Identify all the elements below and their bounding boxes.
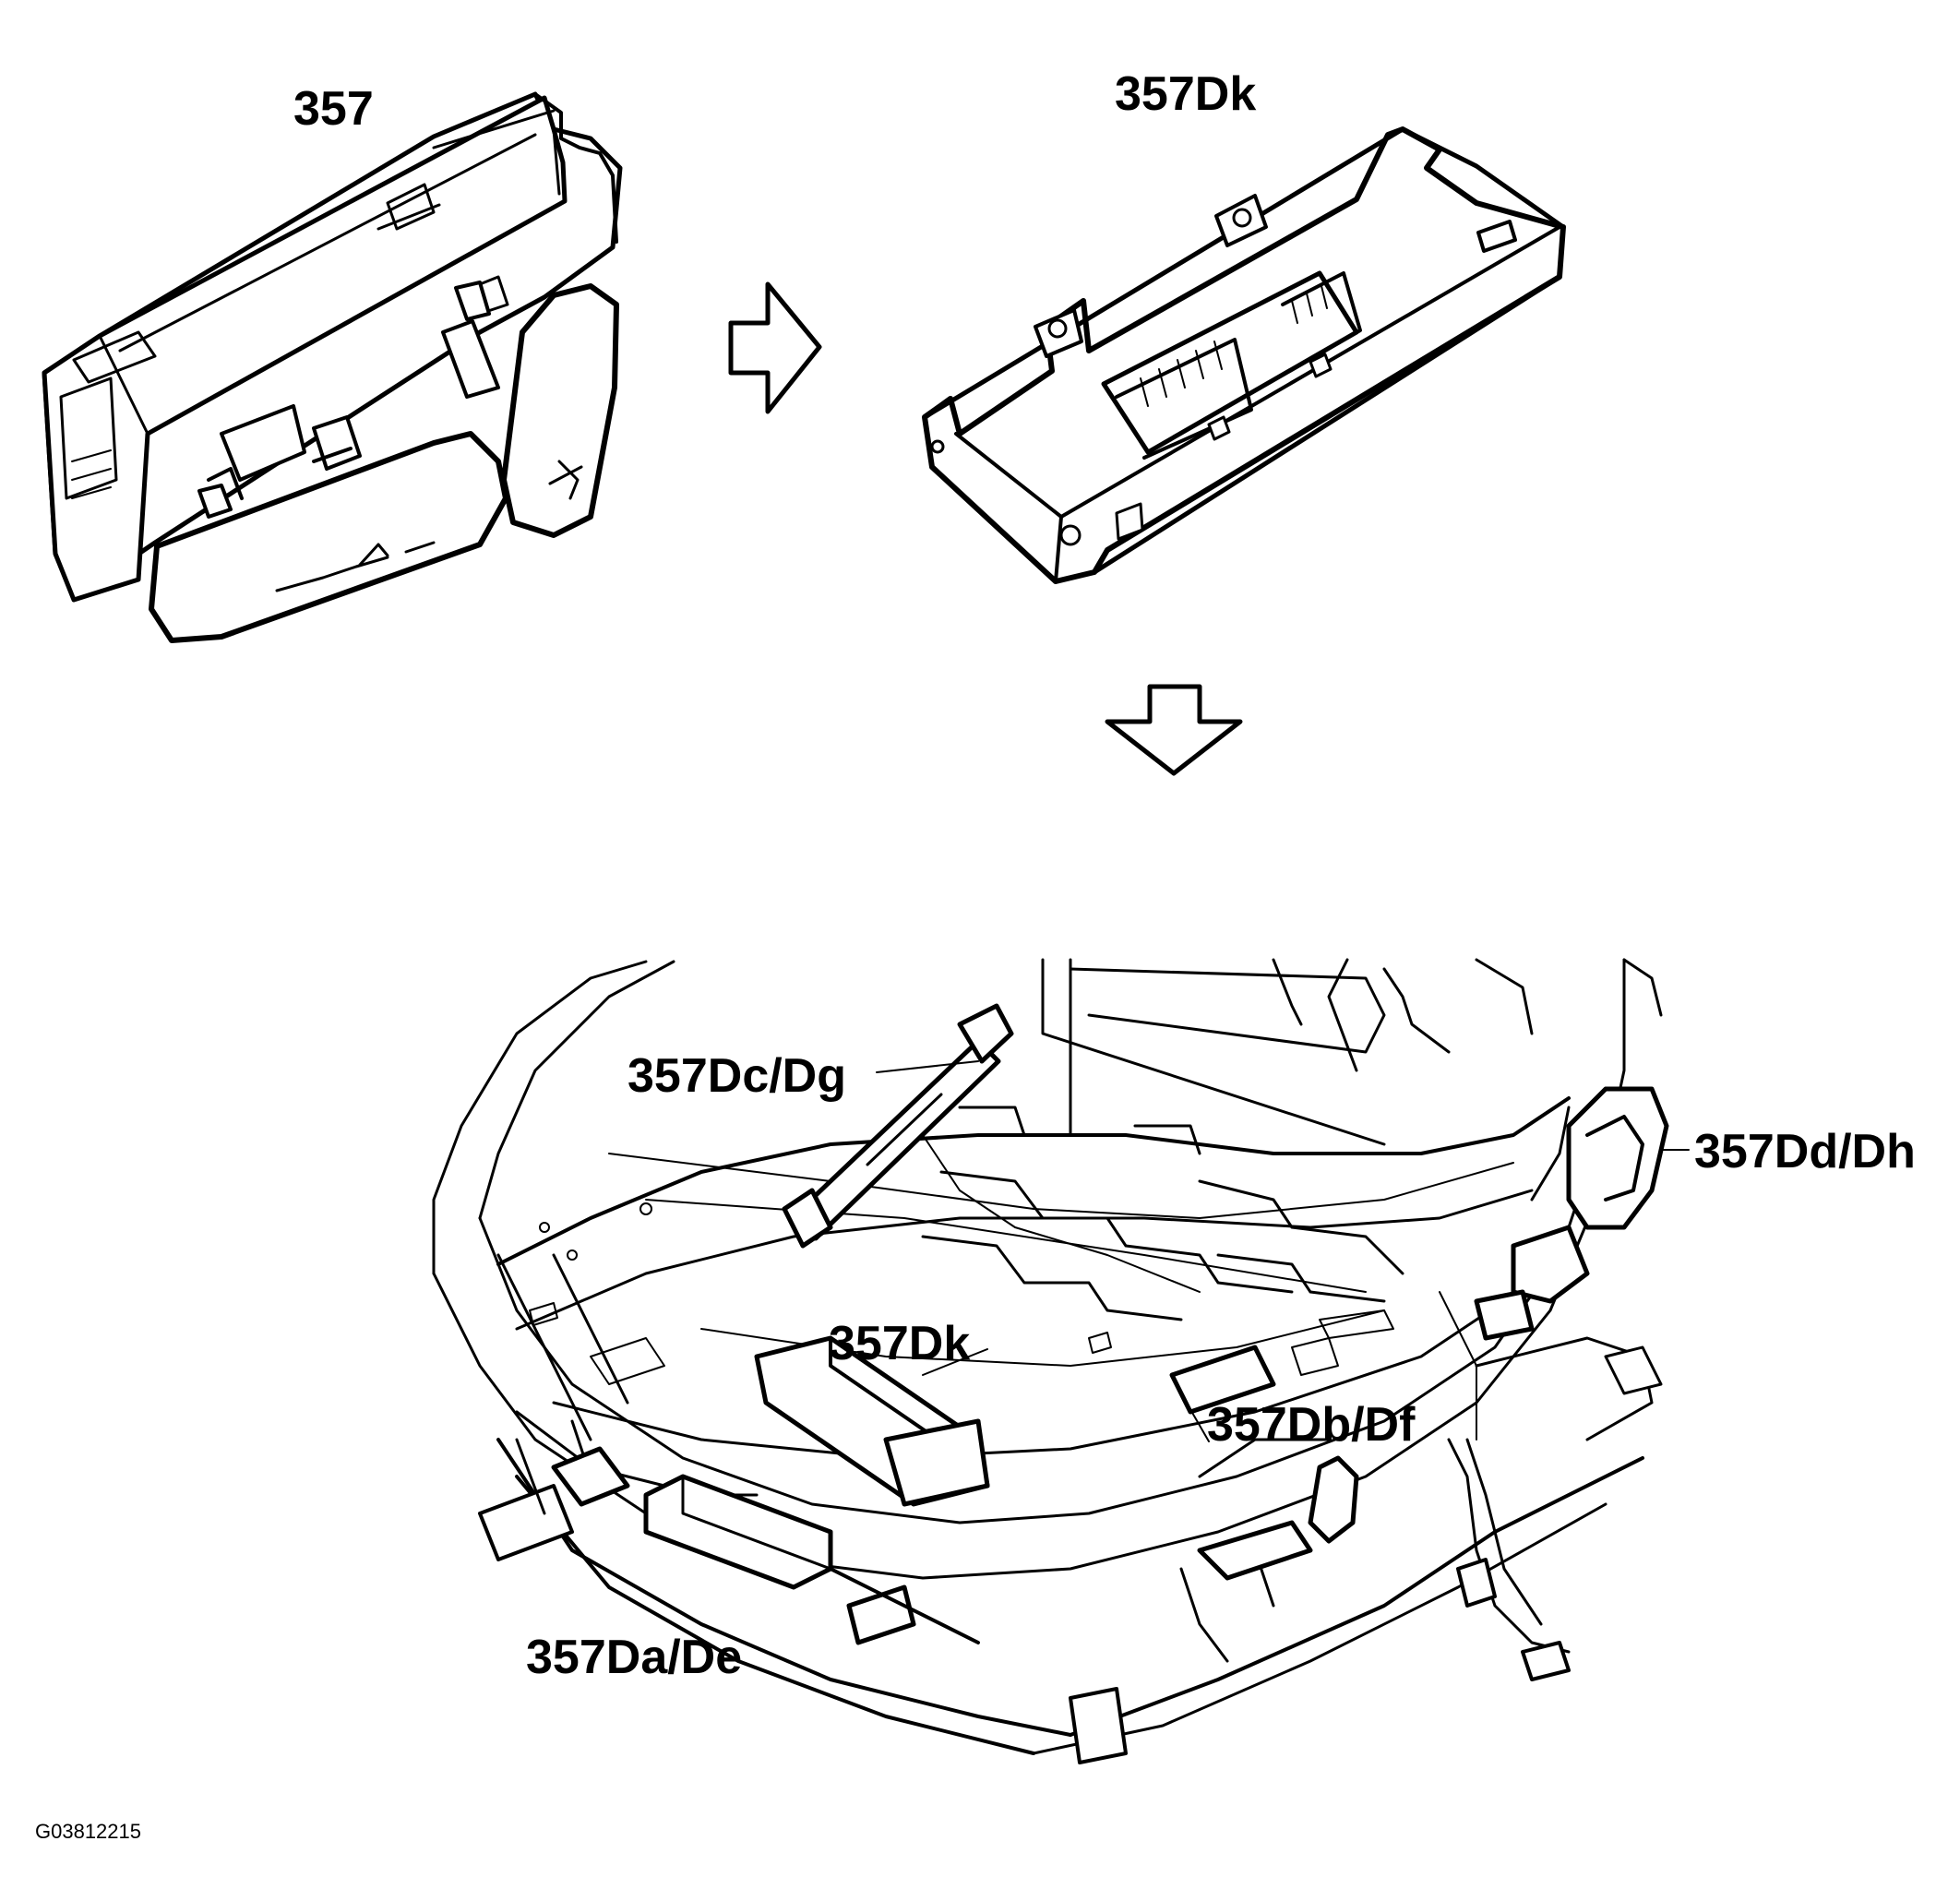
label-motor-backrest-tilt: 357Dc/Dg (627, 1049, 846, 1103)
seat-control-module-installed (754, 1335, 990, 1507)
flow-arrow-right (728, 281, 822, 414)
seat-frame (432, 958, 1663, 1764)
label-motor-lumbar: 357Dd/Dh (1694, 1125, 1916, 1178)
label-motor-height-front: 357Db/Df (1207, 1398, 1416, 1452)
label-motor-length: 357Da/De (526, 1631, 743, 1684)
seat-switch-unit (42, 91, 623, 643)
motor-lumbar (1474, 1086, 1669, 1341)
leader-lines (876, 1060, 1690, 1442)
flow-arrow-down (1105, 684, 1243, 776)
motor-backrest-tilt (782, 1003, 1014, 1249)
seat-control-module (922, 126, 1566, 584)
motor-length (551, 1446, 980, 1645)
label-control-module-top: 357Dk (1115, 67, 1257, 121)
figure-code: G03812215 (35, 1820, 141, 1843)
motor-height-front (1169, 1345, 1359, 1581)
label-control-module-seat: 357Dk (829, 1317, 971, 1370)
wiring-harness (1439, 1291, 1571, 1681)
label-switch-unit: 357 (293, 82, 374, 136)
